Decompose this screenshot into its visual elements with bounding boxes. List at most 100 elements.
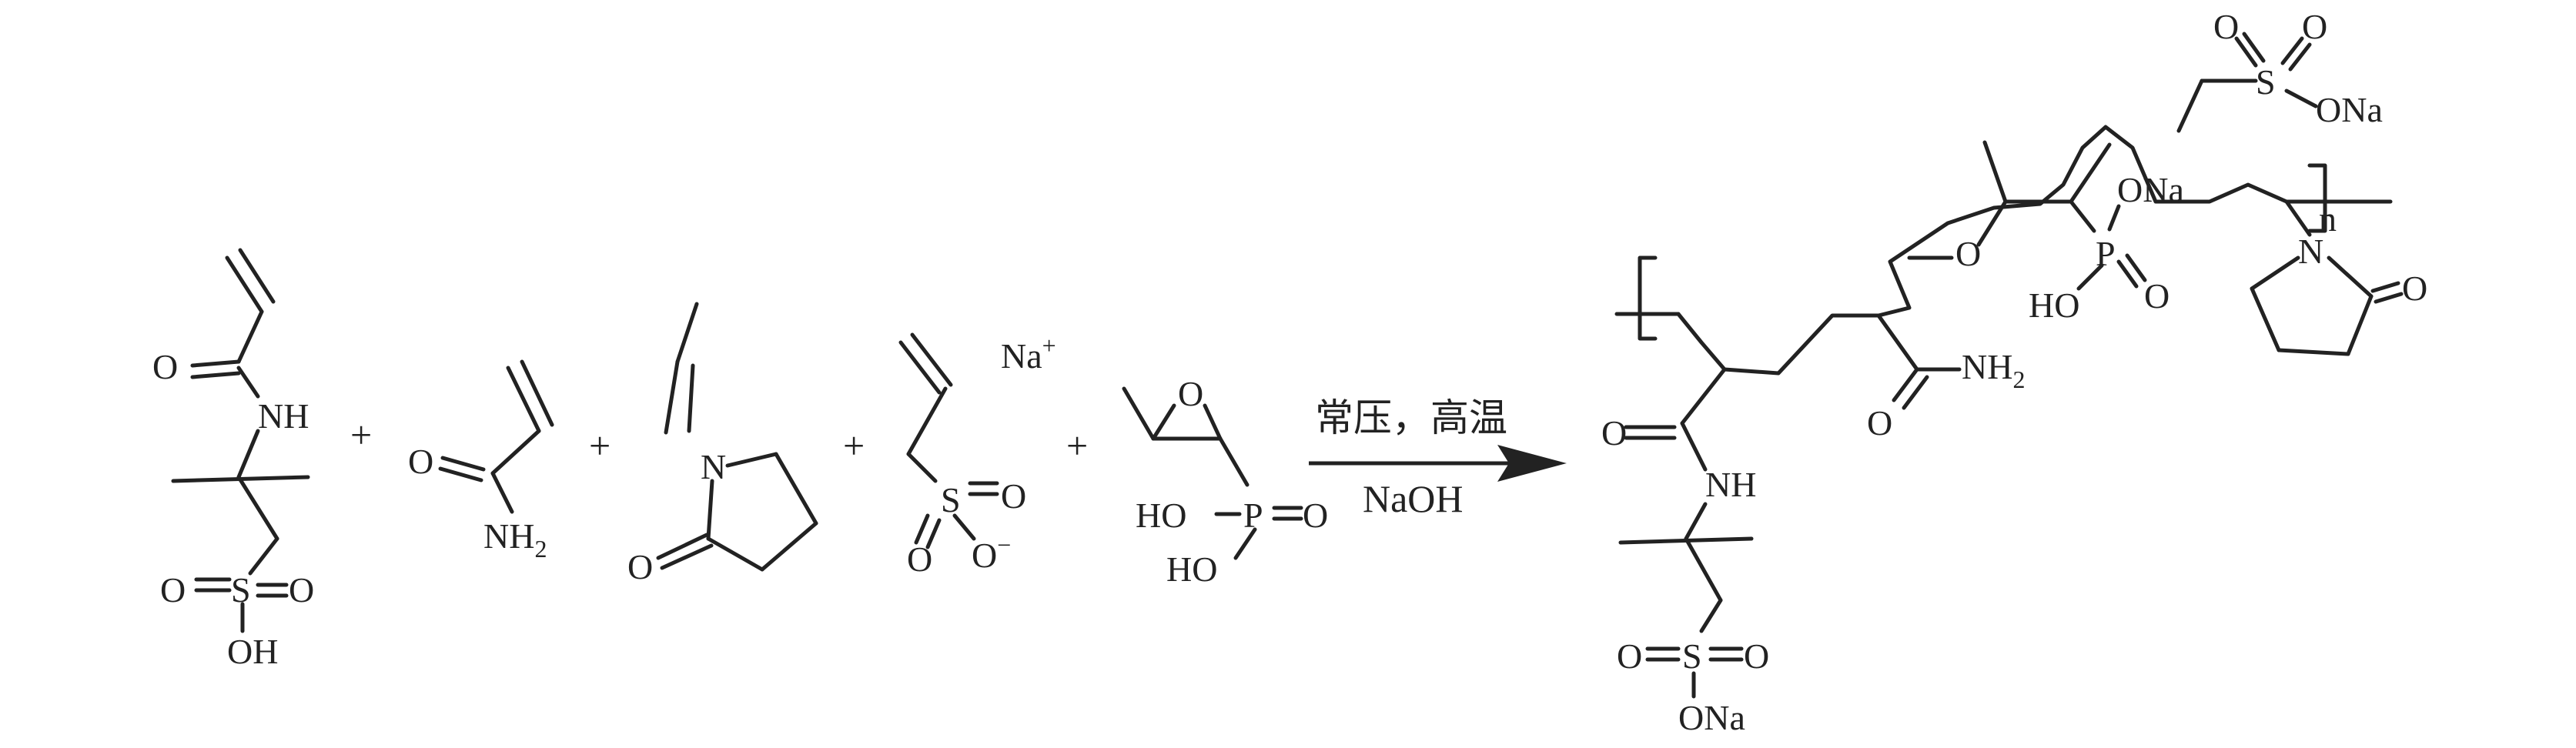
bond — [1680, 367, 1727, 426]
atom-s: S — [2256, 62, 2276, 102]
bond — [664, 359, 680, 435]
reactant-acrylamide: O NH2 — [408, 359, 554, 563]
atom-nh2: NH2 — [1962, 347, 2025, 393]
bond — [774, 452, 818, 526]
bond — [438, 466, 483, 483]
condition-text-top: 常压，高温 — [1315, 396, 1507, 439]
atom-nh: NH — [1705, 465, 1756, 504]
reaction-arrow: 常压，高温 NaOH — [1309, 396, 1567, 520]
bond — [1876, 313, 1919, 372]
atom-o: O — [1303, 496, 1328, 535]
bond — [2242, 32, 2266, 63]
sodium-cation: Na+ — [1001, 332, 1056, 376]
bond — [190, 371, 241, 379]
atom-nh2: NH2 — [483, 516, 547, 563]
bond — [490, 429, 541, 476]
bond — [236, 429, 260, 479]
atom-n: N — [701, 447, 726, 486]
atom-o: O — [289, 570, 314, 609]
bond — [506, 366, 541, 433]
atom-o-minus: O− — [972, 531, 1011, 575]
bond — [925, 518, 942, 549]
atom-o: O — [160, 570, 186, 609]
atom-n: N — [2298, 232, 2323, 271]
atom-o: O — [1001, 476, 1026, 516]
polymer-backbone — [1676, 125, 2350, 376]
atom-ho: HO — [1166, 549, 1217, 589]
atom-o: O — [2402, 269, 2427, 308]
bond — [2234, 36, 2258, 68]
atom-ho: HO — [2029, 286, 2079, 325]
product-copolymer: n O NH O S O ONa NH2 O O — [1601, 7, 2427, 737]
bond — [706, 536, 764, 572]
bond — [1151, 403, 1176, 441]
atom-s: S — [941, 480, 961, 519]
atom-s: S — [231, 570, 251, 609]
bond — [1680, 421, 1708, 472]
bond — [1982, 140, 2008, 204]
bond — [1122, 386, 1156, 441]
bond — [898, 340, 942, 395]
bond — [2284, 88, 2318, 109]
atom-ho: HO — [1136, 496, 1186, 535]
bond — [2069, 142, 2112, 204]
bond — [236, 309, 264, 364]
bond — [910, 332, 953, 387]
bond — [656, 533, 709, 560]
atom-s: S — [1682, 636, 1702, 676]
atom-ona: ONa — [2117, 170, 2184, 209]
atom-o: O — [907, 539, 932, 579]
bond — [238, 248, 276, 304]
bond — [2107, 204, 2121, 232]
bond — [675, 302, 699, 364]
atom-o: O — [408, 442, 433, 481]
atom-o: O — [152, 347, 178, 386]
condition-text-bottom: NaOH — [1363, 477, 1464, 520]
bond — [1684, 502, 1708, 541]
plus-sign: + — [843, 424, 865, 467]
bond — [1892, 367, 1919, 402]
bond — [2250, 286, 2281, 352]
bond — [2116, 259, 2139, 289]
atom-ona: ONa — [2316, 90, 2383, 129]
bond — [2125, 253, 2147, 282]
bond — [248, 536, 279, 576]
bond — [1902, 375, 1929, 410]
bond — [1699, 598, 1723, 633]
bond — [236, 475, 279, 541]
bond — [225, 255, 264, 314]
atom-o: O — [627, 547, 653, 586]
bond — [2327, 255, 2374, 299]
repeat-unit-n: n — [2319, 199, 2337, 239]
atom-o: O — [1601, 413, 1627, 452]
bond — [906, 386, 948, 456]
atom-p: P — [2096, 234, 2116, 273]
atom-o: O — [2213, 7, 2239, 46]
polymer-bracket-left — [1638, 255, 1658, 341]
atom-nh: NH — [258, 396, 309, 436]
atom-o: O — [1955, 234, 1981, 273]
atom-p: P — [1243, 496, 1263, 535]
bond — [687, 363, 695, 433]
bond — [725, 452, 778, 468]
bond — [760, 521, 818, 572]
atom-ona: ONa — [1678, 698, 1745, 737]
bond — [2250, 255, 2300, 291]
atom-o: O — [2144, 276, 2170, 316]
bond — [2370, 281, 2400, 293]
bond — [906, 452, 938, 483]
bond — [1218, 436, 1250, 487]
bond — [236, 366, 260, 399]
reactant-epoxypropylphosphonic-acid: O HO P O HO — [1122, 374, 1328, 589]
atom-o: O — [2302, 7, 2327, 46]
plus-sign: + — [350, 413, 372, 456]
reactant-sodium-allylsulfonate: S O O O− Na+ — [898, 332, 1056, 579]
bond — [2288, 42, 2312, 72]
atom-o: O — [1867, 403, 1892, 442]
bond — [2277, 348, 2350, 356]
bond — [1203, 403, 1223, 441]
bond — [520, 359, 554, 427]
bond — [1233, 527, 1257, 560]
